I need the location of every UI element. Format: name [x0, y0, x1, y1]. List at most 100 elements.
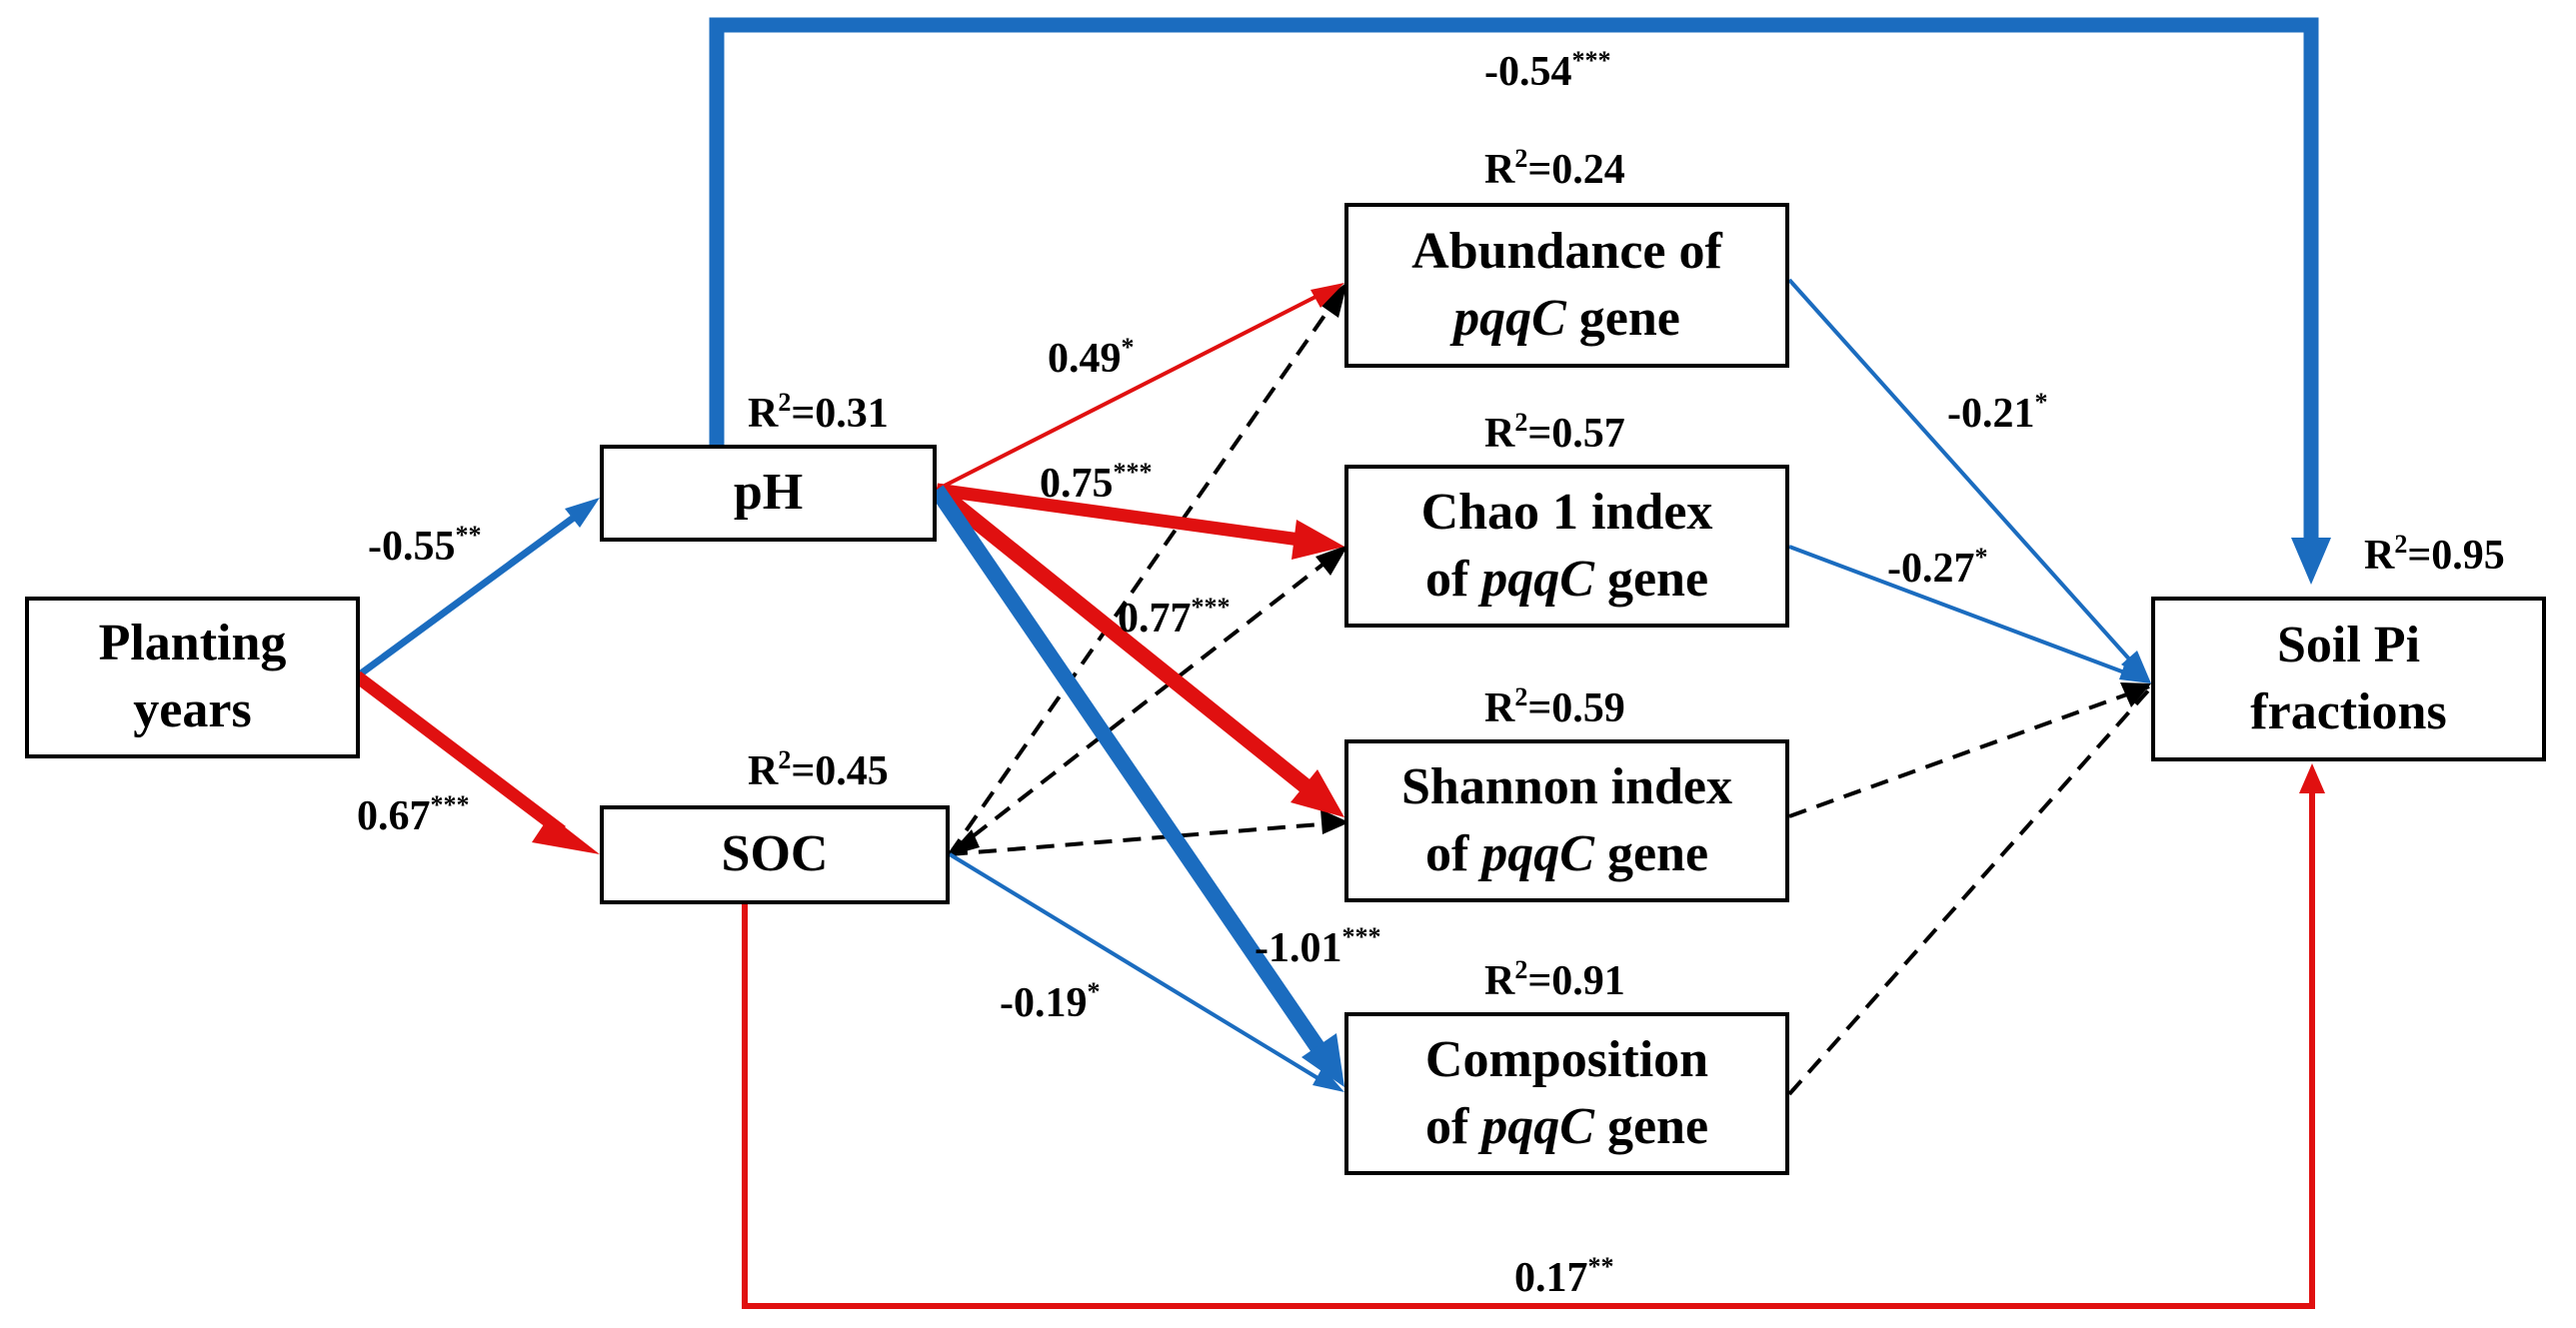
r2-composition-value: =0.91 — [1527, 958, 1625, 1004]
coef-soc-composition: -0.19* — [1000, 979, 1101, 1027]
composition-gene-italic: pqqC — [1481, 1097, 1594, 1155]
coef-abundance-soilpi-sig: * — [2034, 388, 2048, 417]
chao-line2: of pqqC gene — [1425, 547, 1708, 614]
r2-shannon-value: =0.59 — [1527, 685, 1625, 731]
path-ph-soilpi — [709, 17, 2319, 548]
path-soc-composition — [948, 852, 1321, 1081]
arrowhead-soc-shannon — [1320, 809, 1349, 834]
path-soc-soilpi — [742, 791, 2315, 1309]
arrowhead-soc-abundance — [1318, 282, 1347, 318]
arrowhead-chao-soilpi — [2119, 660, 2151, 683]
coef-ph-chao-value: 0.75 — [1040, 461, 1114, 507]
coef-abundance-soilpi: -0.21* — [1947, 390, 2048, 438]
coef-planting-soc-sig: *** — [430, 790, 470, 819]
composition-gene-rest: gene — [1593, 1097, 1709, 1155]
r2-chao: R2=0.57 — [1484, 410, 1625, 458]
r2-soilpi-lead: R — [2364, 533, 2395, 579]
coef-ph-shannon: 0.77*** — [1118, 595, 1231, 643]
arrowhead-planting-soc — [532, 815, 600, 854]
arrowhead-soc-tip — [948, 829, 980, 856]
node-abundance: Abundance of pqqC gene — [1344, 203, 1789, 368]
abundance-gene-italic: pqqC — [1453, 289, 1566, 347]
r2-abundance-lead: R — [1484, 147, 1515, 193]
r2-ph-lead: R — [748, 391, 779, 437]
chao-gene-rest: gene — [1593, 550, 1709, 608]
arrowhead-soc-soilpi — [2299, 763, 2325, 793]
path-planting-ph — [354, 509, 585, 679]
coef-ph-chao-sig: *** — [1113, 458, 1153, 487]
node-soc: SOC — [600, 805, 950, 904]
coef-planting-soc-value: 0.67 — [357, 793, 431, 839]
coef-chao-soilpi-sig: * — [1974, 543, 1988, 572]
coef-planting-ph-value: -0.55 — [368, 524, 456, 570]
node-chao: Chao 1 index of pqqC gene — [1344, 465, 1789, 628]
soc-label: SOC — [721, 825, 829, 883]
node-shannon: Shannon index of pqqC gene — [1344, 739, 1789, 902]
coef-ph-soilpi-sig: *** — [1571, 46, 1611, 75]
path-composition-soilpi — [1787, 687, 2151, 1096]
abundance-line2: pqqC gene — [1453, 286, 1680, 353]
coef-ph-soilpi-value: -0.54 — [1484, 49, 1572, 95]
coef-ph-composition: -1.01*** — [1255, 924, 1381, 972]
coef-chao-soilpi-value: -0.27 — [1887, 546, 1975, 592]
r2-composition: R2=0.91 — [1484, 957, 1625, 1005]
coef-ph-shannon-value: 0.77 — [1118, 596, 1192, 642]
path-ph-abundance — [936, 292, 1322, 492]
r2-shannon-sup: 2 — [1514, 682, 1528, 711]
coef-abundance-soilpi-value: -0.21 — [1947, 391, 2035, 437]
arrowhead-ph-shannon — [1290, 769, 1344, 817]
r2-soc: R2=0.45 — [748, 747, 889, 795]
abundance-gene-rest: gene — [1565, 289, 1680, 347]
coef-soc-composition-value: -0.19 — [1000, 980, 1088, 1026]
arrowhead-soc-chao — [1315, 545, 1348, 576]
coef-soc-soilpi-sig: ** — [1587, 1252, 1614, 1281]
abundance-line1: Abundance of — [1411, 222, 1722, 280]
r2-chao-sup: 2 — [1514, 408, 1528, 437]
r2-soc-value: =0.45 — [791, 748, 889, 794]
shannon-gene-rest: gene — [1593, 824, 1709, 882]
coef-planting-ph-sig: ** — [455, 521, 482, 550]
r2-abundance-value: =0.24 — [1527, 147, 1625, 193]
coef-ph-abundance-sig: * — [1121, 333, 1135, 362]
arrowhead-soc-composition — [1312, 1067, 1344, 1092]
r2-soilpi-value: =0.95 — [2407, 533, 2505, 579]
path-ph-shannon — [931, 483, 1315, 796]
coef-chao-soilpi: -0.27* — [1887, 545, 1988, 593]
soilpi-line1: Soil Pi — [2276, 616, 2421, 673]
path-ph-composition — [930, 485, 1324, 1052]
r2-chao-value: =0.57 — [1527, 411, 1625, 457]
path-shannon-soilpi — [1788, 684, 2150, 818]
coef-soc-soilpi: 0.17** — [1514, 1254, 1614, 1302]
coef-ph-soilpi: -0.54*** — [1484, 48, 1611, 96]
coef-planting-soc: 0.67*** — [357, 792, 470, 840]
composition-line1: Composition — [1424, 1030, 1709, 1088]
r2-shannon: R2=0.59 — [1484, 684, 1625, 732]
r2-abundance: R2=0.24 — [1484, 146, 1625, 194]
node-ph: pH — [600, 445, 937, 542]
r2-chao-lead: R — [1484, 411, 1515, 457]
node-composition: Composition of pqqC gene — [1344, 1012, 1789, 1175]
arrowhead-dashed-soilpi — [2120, 682, 2151, 707]
path-planting-soc — [353, 670, 566, 837]
coef-soc-soilpi-value: 0.17 — [1514, 1255, 1588, 1301]
r2-soilpi-sup: 2 — [2394, 530, 2408, 559]
coef-planting-ph: -0.55** — [368, 523, 482, 571]
coef-ph-composition-sig: *** — [1341, 922, 1381, 951]
coef-ph-abundance: 0.49* — [1048, 335, 1135, 383]
arrowhead-ph-abundance — [1310, 283, 1344, 308]
r2-shannon-lead: R — [1484, 685, 1515, 731]
chao-line1: Chao 1 index — [1420, 483, 1713, 541]
path-soc-shannon — [949, 820, 1345, 856]
path-soc-chao — [948, 546, 1346, 856]
r2-soc-lead: R — [748, 748, 779, 794]
path-chao-soilpi — [1788, 545, 2128, 675]
coef-ph-chao: 0.75*** — [1040, 460, 1153, 508]
node-planting-years: Planting years — [25, 597, 360, 758]
coef-ph-shannon-sig: *** — [1191, 593, 1231, 622]
ph-label: pH — [733, 464, 804, 522]
chao-gene-italic: pqqC — [1481, 550, 1594, 608]
coef-ph-abundance-value: 0.49 — [1048, 336, 1122, 382]
r2-ph-sup: 2 — [778, 388, 792, 417]
planting-line2: years — [133, 681, 252, 738]
path-ph-chao — [936, 483, 1300, 547]
